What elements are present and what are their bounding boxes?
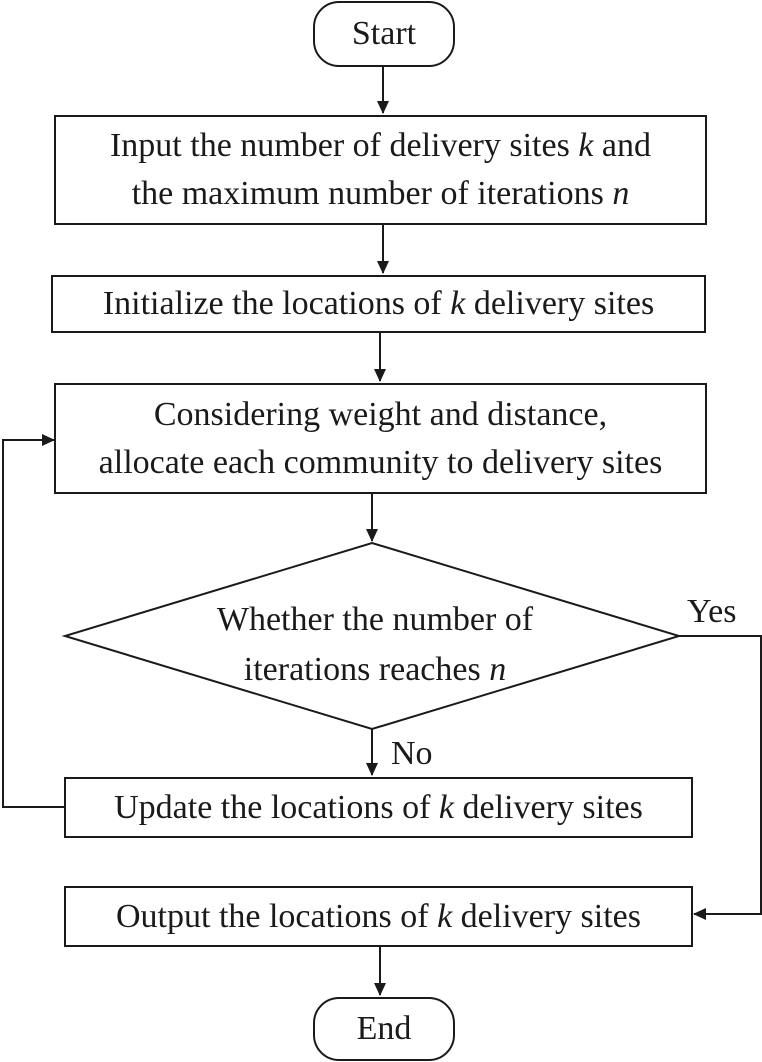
- initialize-step-label: Initialize the locations of k delivery s…: [102, 285, 655, 322]
- update-step: Update the locations of k delivery sites: [64, 777, 693, 838]
- start-node: Start: [313, 1, 455, 67]
- variable-k: k: [450, 285, 466, 322]
- decision-line1: Whether the number of: [216, 601, 534, 638]
- input-step-line2: the maximum number of iterations n: [131, 175, 630, 212]
- allocate-step: Considering weight and distance, allocat…: [54, 383, 707, 494]
- end-label: End: [356, 1010, 412, 1047]
- end-node: End: [313, 997, 455, 1061]
- variable-n: n: [612, 175, 630, 212]
- start-label: Start: [351, 15, 417, 52]
- variable-k: k: [438, 788, 455, 826]
- output-step: Output the locations of k delivery sites: [64, 886, 693, 947]
- allocate-step-line1: Considering weight and distance,: [153, 395, 608, 433]
- variable-k: k: [578, 127, 594, 164]
- update-step-label: Update the locations of k delivery sites: [114, 788, 643, 826]
- output-step-label: Output the locations of k delivery sites: [116, 897, 641, 935]
- yes-label: Yes: [687, 593, 737, 630]
- input-step-line1: Input the number of delivery sites k and: [109, 127, 652, 164]
- variable-k: k: [437, 897, 453, 935]
- initialize-step: Initialize the locations of k delivery s…: [51, 275, 706, 333]
- decision-label: Whether the number of iterations reaches…: [150, 595, 600, 695]
- no-label: No: [391, 735, 433, 772]
- arrow-decision-to-output-yes: [679, 635, 762, 920]
- decision-line2: iterations reaches n: [243, 651, 507, 688]
- input-step: Input the number of delivery sites k and…: [54, 115, 707, 225]
- arrow-update-loop-to-allocate: [2, 434, 64, 808]
- allocate-step-line2: allocate each community to delivery site…: [98, 443, 663, 481]
- variable-n: n: [489, 651, 507, 688]
